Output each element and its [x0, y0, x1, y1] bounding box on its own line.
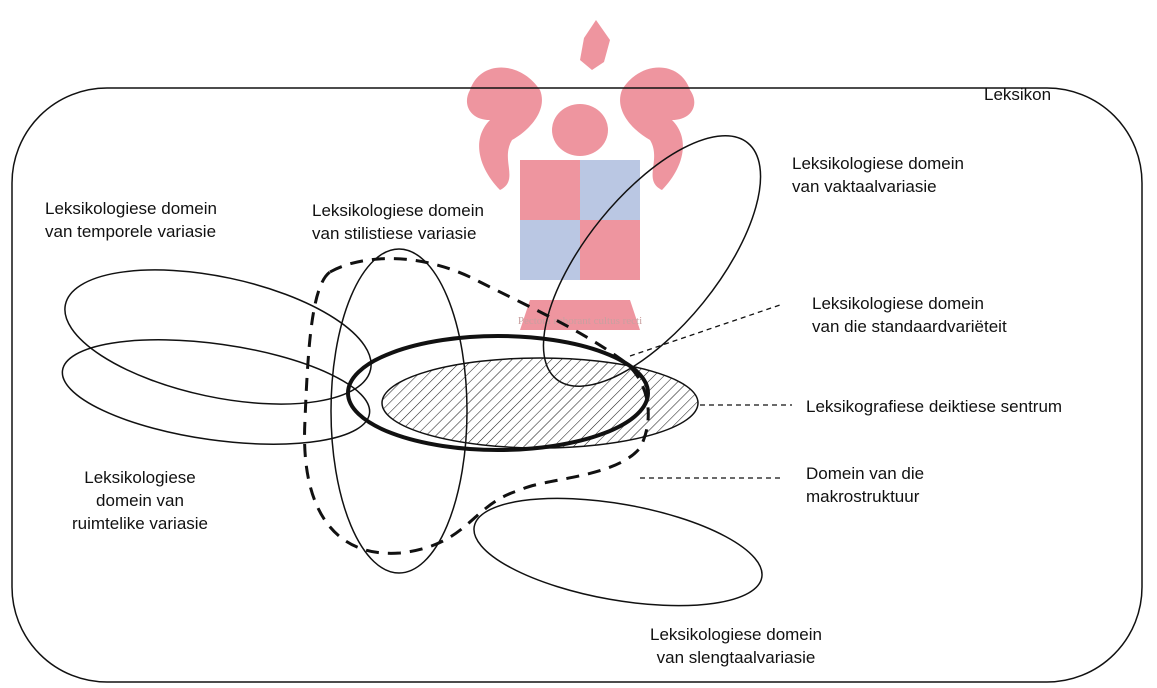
temporeel-label-line2: van temporele variasie [45, 222, 216, 241]
deictic-centre-region [381, 357, 699, 449]
slang-variation-region [473, 497, 763, 607]
slengtaal-label-line2: van slengtaalvariasie [657, 648, 816, 667]
ruimtelik-label-line1: Leksikologiese [84, 468, 196, 487]
sentrum-label: Leksikografiese deiktiese sentrum [806, 397, 1062, 416]
crest-watermark: Pectora roborant cultus recti [466, 20, 695, 330]
vaktaal-label-line1: Leksikologiese domein [792, 154, 964, 173]
stilisties-label-line2: van stilistiese variasie [312, 224, 476, 243]
specialist-variation-region [542, 135, 762, 387]
stilisties-label-line1: Leksikologiese domein [312, 201, 484, 220]
slengtaal-label-line1: Leksikologiese domein [650, 625, 822, 644]
temporeel-label-line1: Leksikologiese domein [45, 199, 217, 218]
leader-standard [629, 304, 781, 357]
crest-motto: Pectora roborant cultus recti [518, 315, 642, 327]
lexicon-boundary [11, 87, 1143, 683]
vaktaal-label-line2: van vaktaalvariasie [792, 177, 937, 196]
stylistic-variation-region [330, 248, 468, 574]
makrostruktuur-label-line2: makrostruktuur [806, 487, 920, 506]
ruimtelik-label-line3: ruimtelike variasie [72, 514, 208, 533]
macrostructure-region [303, 257, 650, 555]
spatial-variation-region [61, 339, 371, 445]
standaard-label-line2: van die standaardvariëteit [812, 317, 1007, 336]
temporal-variation-region [64, 269, 372, 405]
ruimtelik-label-line2: domein van [96, 491, 184, 510]
lexicon-label: Leksikon [984, 85, 1051, 104]
standaard-label-line1: Leksikologiese domein [812, 294, 984, 313]
makrostruktuur-label-line1: Domein van die [806, 464, 924, 483]
